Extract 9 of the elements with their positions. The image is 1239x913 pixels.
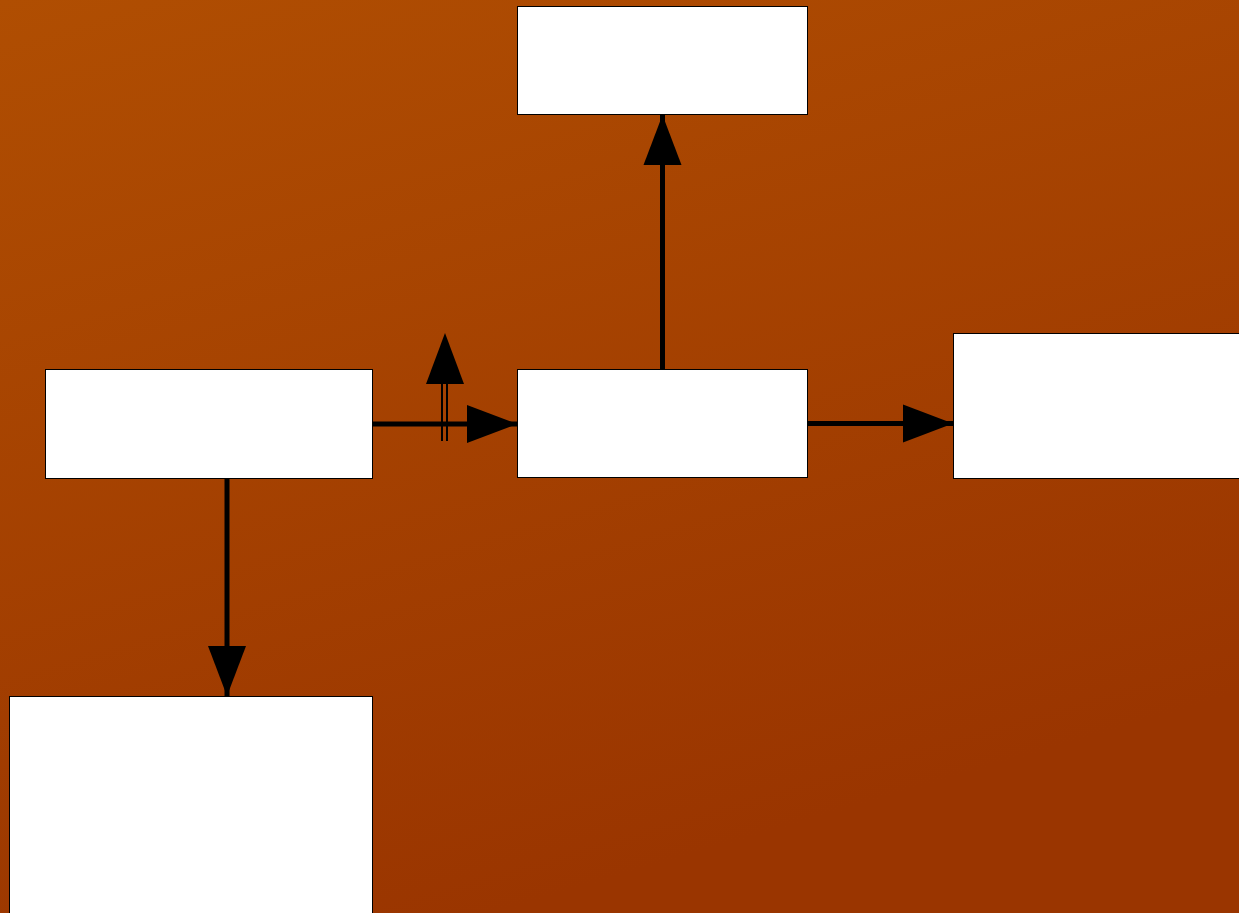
arrow (208, 479, 246, 696)
arrow (373, 405, 517, 443)
empty-box (517, 369, 808, 478)
empty-box (45, 369, 373, 479)
empty-box (517, 6, 808, 115)
empty-box (953, 333, 1239, 479)
arrow (643, 115, 682, 369)
arrow (808, 404, 953, 443)
empty-box (9, 696, 373, 913)
